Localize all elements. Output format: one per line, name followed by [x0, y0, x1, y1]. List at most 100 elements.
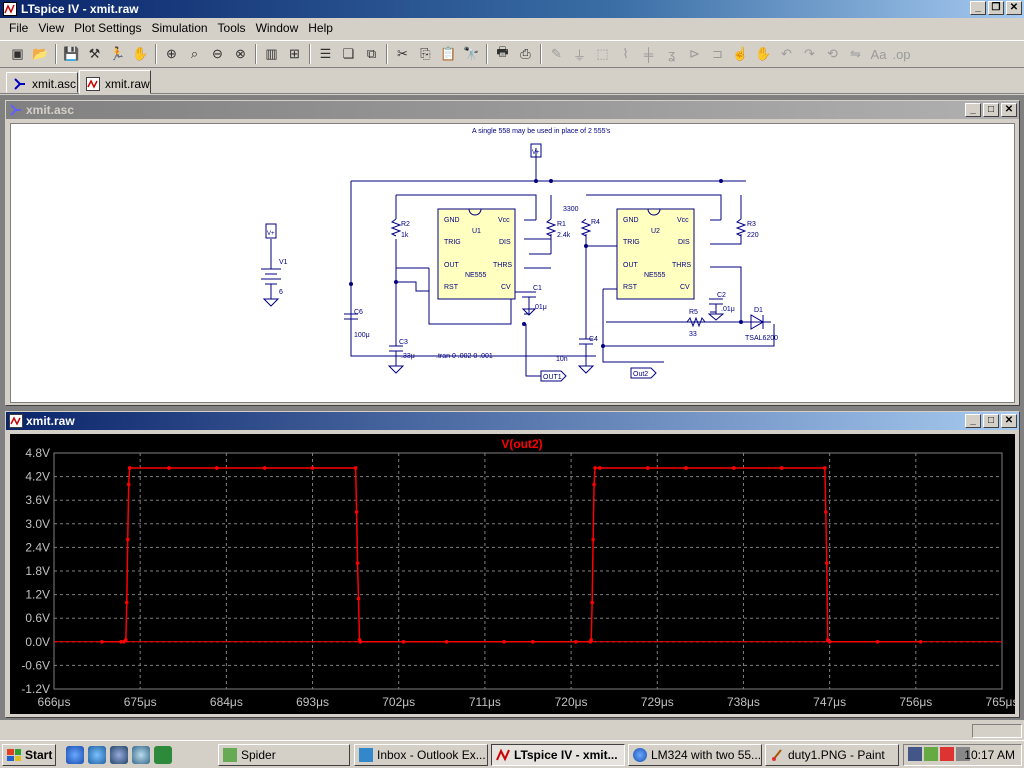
run-icon[interactable]: 🏃 — [109, 46, 126, 61]
tran-directive: .tran 0 .002 0 .001 — [436, 353, 493, 360]
tab-xmit-asc[interactable]: xmit.asc — [6, 72, 78, 93]
mirror-icon[interactable]: ⇋ — [850, 46, 861, 61]
label-icon[interactable]: ⬚ — [596, 46, 609, 61]
menu-view[interactable]: View — [38, 21, 65, 35]
ground-icon[interactable]: ⏚ — [572, 47, 586, 63]
wire-icon[interactable]: ✎ — [551, 46, 562, 61]
close-button[interactable]: ✕ — [1001, 414, 1017, 428]
paste-icon[interactable]: 📋 — [440, 46, 457, 61]
system-tray: 10:17 AM — [903, 744, 1022, 766]
schematic-icon — [13, 77, 27, 91]
print-preview-icon[interactable]: ⎙ — [520, 46, 531, 61]
data-point — [824, 561, 829, 565]
find-icon[interactable]: 🔭 — [463, 46, 480, 61]
new-schematic-icon[interactable]: ▣ — [11, 46, 24, 61]
taskbar-button-lm324[interactable]: LM324 with two 55... — [628, 744, 762, 766]
alert-icon[interactable] — [940, 747, 954, 761]
autorange-icon[interactable]: ▥ — [265, 46, 278, 61]
schematic-canvas[interactable]: A single 558 may be used in place of 2 5… — [10, 123, 1015, 403]
menu-tools[interactable]: Tools — [217, 21, 246, 35]
zoom-in-icon[interactable]: ⊕ — [166, 46, 177, 61]
waveform-window-titlebar[interactable]: xmit.raw _ □ ✕ — [6, 412, 1019, 430]
tray-app-icon[interactable] — [924, 747, 938, 761]
taskbar-button-spider[interactable]: Spider — [218, 744, 350, 766]
d1-ref: D1 — [754, 307, 763, 314]
schematic-drawing: A single 558 may be used in place of 2 5… — [261, 128, 778, 382]
r4-value: 3300 — [563, 206, 579, 213]
minimize-button[interactable]: _ — [965, 103, 981, 117]
media-player-icon[interactable] — [110, 746, 128, 764]
text-icon[interactable]: Aa — [870, 46, 887, 62]
fit-icon[interactable]: ⊞ — [289, 46, 300, 61]
open-icon[interactable]: 📂 — [32, 46, 49, 61]
maximize-button[interactable]: ❐ — [988, 1, 1004, 15]
zoom-cancel-icon[interactable]: ⊗ — [235, 46, 246, 61]
rotate-icon[interactable]: ⟲ — [827, 46, 838, 61]
c2-ref: C2 — [717, 292, 726, 299]
clock[interactable]: 10:17 AM — [964, 748, 1015, 762]
menu-simulation[interactable]: Simulation — [151, 21, 208, 35]
c3-ref: C3 — [399, 339, 408, 346]
taskbar-button-ltspice[interactable]: LTspice IV - xmit... — [491, 744, 625, 766]
taskbar-button-label: Inbox - Outlook Ex... — [377, 748, 486, 762]
diode-icon[interactable]: ⊳ — [689, 46, 700, 61]
volume-icon[interactable] — [956, 747, 970, 761]
drag-icon[interactable]: ✋ — [755, 46, 772, 61]
data-point — [827, 640, 832, 644]
data-point — [875, 640, 880, 644]
tab-xmit-raw[interactable]: xmit.raw — [79, 70, 151, 94]
menu-help[interactable]: Help — [308, 21, 333, 35]
copy-icon[interactable]: ⎘ — [420, 46, 431, 61]
series-line — [101, 467, 921, 643]
network-icon[interactable] — [908, 747, 922, 761]
cascade-icon[interactable]: ❏ — [342, 46, 355, 61]
print-icon[interactable]: 🖶 — [496, 44, 509, 59]
pin-cv-2: CV — [680, 284, 690, 291]
resistor-icon[interactable]: ⌇ — [622, 46, 629, 61]
schematic-window-titlebar[interactable]: xmit.asc _ □ ✕ — [6, 101, 1019, 119]
outlook-express-icon[interactable] — [88, 746, 106, 764]
cut-icon[interactable]: ✂ — [397, 46, 408, 61]
spice-directive-icon[interactable]: .op — [892, 46, 911, 62]
zoom-area-icon[interactable]: ⌕ — [190, 46, 199, 61]
schematic-window[interactable]: xmit.asc _ □ ✕ — [5, 100, 1020, 406]
close-all-icon[interactable]: ⧉ — [366, 46, 377, 61]
save-icon[interactable]: 💾 — [63, 46, 80, 61]
data-point — [356, 596, 361, 601]
x-tick-label: 666μs — [38, 695, 71, 709]
toolbar-separator — [386, 44, 388, 64]
zoom-out-icon[interactable]: ⊖ — [212, 46, 223, 61]
inductor-icon[interactable]: ʓ — [667, 46, 676, 62]
excel-icon[interactable] — [154, 746, 172, 764]
menu-file[interactable]: File — [9, 21, 29, 35]
desktop-icon[interactable] — [132, 746, 150, 764]
undo-icon[interactable]: ↶ — [781, 46, 792, 61]
pan-icon[interactable]: ✋ — [132, 46, 149, 61]
maximize-button[interactable]: □ — [983, 103, 999, 117]
tile-vertical-icon[interactable]: ☰ — [319, 46, 332, 61]
maximize-button[interactable]: □ — [983, 414, 999, 428]
toolbar: ▣ 📂 💾 ⚒ 🏃 ✋ ⊕ ⌕ ⊖ ⊗ ▥ ⊞ ☰ ❏ ⧉ ✂ ⎘ 📋 🔭 🖶 … — [0, 40, 1024, 68]
close-button[interactable]: ✕ — [1006, 1, 1022, 15]
redo-icon[interactable]: ↷ — [804, 46, 815, 61]
control-panel-icon[interactable]: ⚒ — [88, 46, 101, 61]
minimize-button[interactable]: _ — [965, 414, 981, 428]
ltspice-app-icon[interactable] — [3, 2, 17, 16]
menu-window[interactable]: Window — [255, 21, 299, 35]
data-point — [354, 510, 359, 514]
internet-explorer-icon[interactable] — [66, 746, 84, 764]
move-icon[interactable]: ☝ — [732, 46, 749, 61]
component-icon[interactable]: ⊐ — [712, 46, 723, 61]
trace-label[interactable]: V(out2) — [501, 437, 542, 451]
minimize-button[interactable]: _ — [970, 1, 986, 15]
taskbar-button-paint[interactable]: duty1.PNG - Paint — [765, 744, 899, 766]
close-button[interactable]: ✕ — [1001, 103, 1017, 117]
data-point — [589, 638, 593, 642]
taskbar-button-outlook[interactable]: Inbox - Outlook Ex... — [354, 744, 488, 766]
menu-plot-settings[interactable]: Plot Settings — [74, 21, 142, 35]
pin-rst-1: RST — [444, 284, 459, 291]
start-button[interactable]: Start — [2, 744, 56, 766]
capacitor-icon[interactable]: ╪ — [643, 46, 654, 62]
